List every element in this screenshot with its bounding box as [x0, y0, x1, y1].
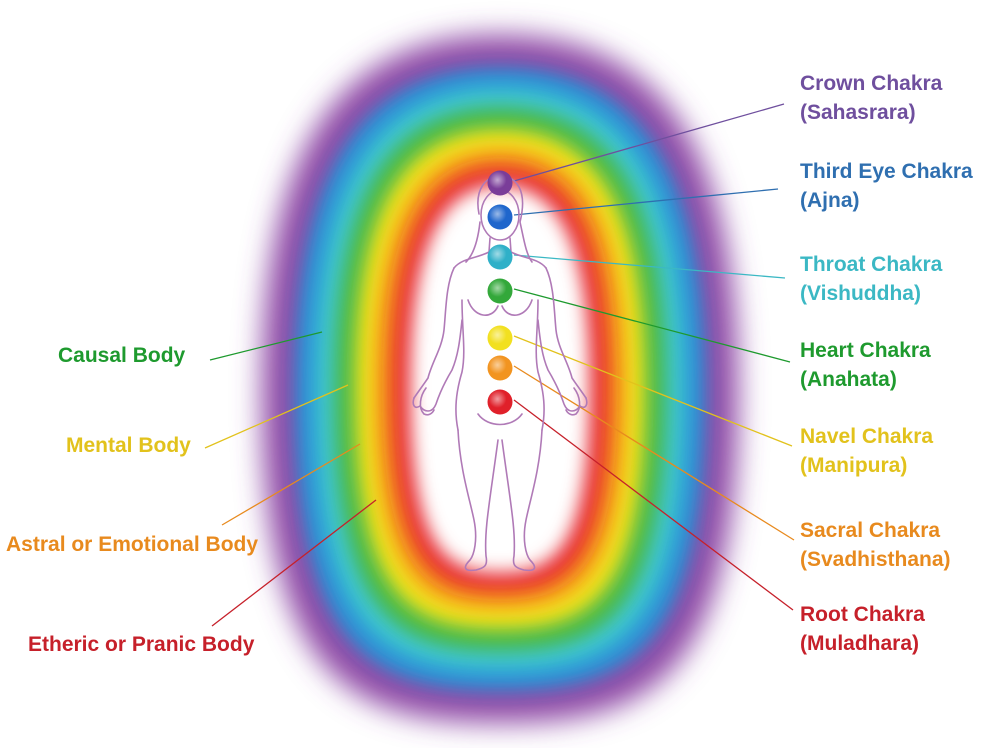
chakra-dot-highlight-heart	[487, 278, 513, 304]
throat-chakra-name: Throat Chakra	[800, 253, 943, 276]
figure-right-hand	[565, 387, 588, 416]
label-astral-body: Astral or Emotional Body	[6, 530, 258, 559]
sacral-chakra-name: Sacral Chakra	[800, 519, 941, 542]
figure-left-arm	[413, 267, 463, 412]
leader-line-mental-body	[204, 384, 349, 449]
throat-chakra-sanskrit: (Vishuddha)	[800, 282, 921, 305]
figure-right-arm	[537, 267, 587, 412]
label-third-eye-chakra: Third Eye Chakra (Ajna)	[800, 157, 973, 215]
leader-line-heart	[513, 288, 791, 363]
leader-line-root	[513, 399, 794, 611]
label-sacral-chakra: Sacral Chakra (Svadhisthana)	[800, 516, 951, 574]
astral-body-text: Astral or Emotional Body	[6, 533, 259, 556]
chakra-dots	[487, 170, 513, 415]
navel-chakra-sanskrit: (Manipura)	[800, 454, 908, 477]
heart-chakra-sanskrit: (Anahata)	[800, 368, 897, 391]
third-eye-chakra-sanskrit: (Ajna)	[800, 189, 860, 212]
root-chakra-name: Root Chakra	[800, 603, 925, 626]
figure-hip-line	[477, 413, 523, 426]
third-eye-chakra-name: Third Eye Chakra	[800, 160, 973, 183]
leader-line-third-eye	[513, 188, 779, 216]
label-navel-chakra: Navel Chakra (Manipura)	[800, 422, 933, 480]
chakra-dot-highlight-navel	[487, 325, 513, 351]
figure-left-hand	[412, 387, 435, 416]
crown-chakra-name: Crown Chakra	[800, 72, 943, 95]
sacral-chakra-sanskrit: (Svadhisthana)	[800, 548, 951, 571]
label-crown-chakra: Crown Chakra (Sahasrara)	[800, 69, 942, 127]
label-causal-body: Causal Body	[58, 341, 185, 370]
leader-line-astral-body	[221, 443, 361, 526]
leader-line-causal-body	[209, 331, 323, 361]
label-root-chakra: Root Chakra (Muladhara)	[800, 600, 925, 658]
chakra-dot-highlight-throat	[487, 244, 513, 270]
label-throat-chakra: Throat Chakra (Vishuddha)	[800, 250, 942, 308]
mental-body-text: Mental Body	[66, 434, 191, 457]
navel-chakra-name: Navel Chakra	[800, 425, 934, 448]
figure-hair	[477, 175, 533, 263]
leader-line-navel	[513, 335, 793, 447]
chakra-dot-highlight-third-eye	[487, 204, 513, 230]
label-etheric-body: Etheric or Pranic Body	[28, 630, 254, 659]
causal-body-text: Causal Body	[58, 344, 186, 367]
figure-torso	[455, 299, 545, 431]
label-heart-chakra: Heart Chakra (Anahata)	[800, 336, 931, 394]
chakra-dot-highlight-sacral	[487, 355, 513, 381]
crown-chakra-sanskrit: (Sahasrara)	[800, 101, 916, 124]
chakra-dot-highlight-crown	[487, 170, 513, 196]
leader-lines	[204, 103, 795, 627]
figure-legs	[457, 429, 543, 572]
root-chakra-sanskrit: (Muladhara)	[800, 632, 920, 655]
leader-line-etheric-body	[211, 499, 377, 627]
figure-bust	[467, 299, 533, 316]
leader-line-throat	[513, 254, 786, 279]
leader-line-crown	[513, 103, 785, 182]
heart-chakra-name: Heart Chakra	[800, 339, 931, 362]
chakra-dot-highlight-root	[487, 389, 513, 415]
etheric-body-text: Etheric or Pranic Body	[28, 633, 255, 656]
label-mental-body: Mental Body	[66, 431, 191, 460]
